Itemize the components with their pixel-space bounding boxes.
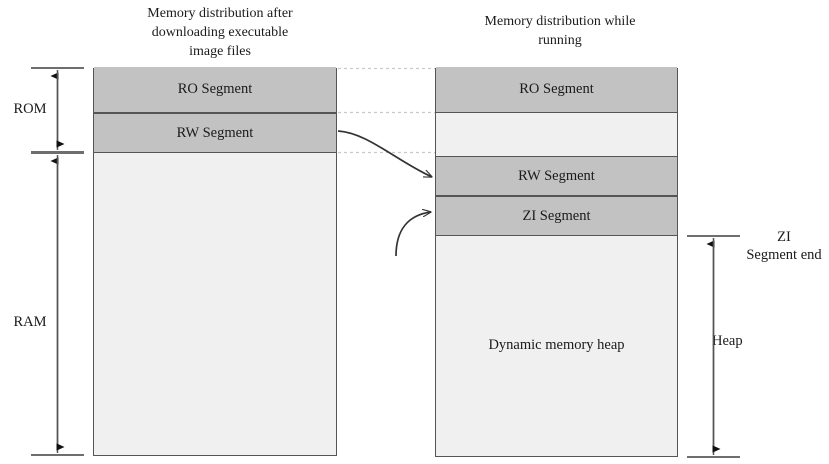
bracket-label-ram: RAM <box>13 314 47 330</box>
dashed-connectors <box>338 67 435 154</box>
right-segment-heap: Dynamic memory heap <box>436 236 677 454</box>
transfer-arrow-zi <box>395 212 431 257</box>
transfer-arrow-rw <box>337 130 432 177</box>
left-segment-ro: RO Segment <box>94 67 336 113</box>
right-segment-gap <box>436 113 677 156</box>
bracket-label-rom: ROM <box>13 101 47 117</box>
heap-label: Dynamic memory heap <box>488 336 625 353</box>
right-segment-rw: RW Segment <box>436 156 677 196</box>
right-segment-zi: ZI Segment <box>436 196 677 236</box>
bracket-label-zi-segment-end: ZI Segment end <box>746 229 822 263</box>
left-column-title: Memory distribution after downloading ex… <box>147 6 293 59</box>
left-segment-rw: RW Segment <box>94 113 336 153</box>
right-column-title: Memory distribution while running <box>484 14 636 48</box>
left-segment-free <box>94 153 336 453</box>
bracket-ram <box>31 152 84 456</box>
right-segment-ro: RO Segment <box>436 67 677 113</box>
right-memory-column: RO Segment RW Segment ZI Segment Dynamic… <box>435 67 678 457</box>
bracket-label-heap: Heap <box>712 333 743 349</box>
left-memory-column: RO Segment RW Segment <box>93 67 337 456</box>
